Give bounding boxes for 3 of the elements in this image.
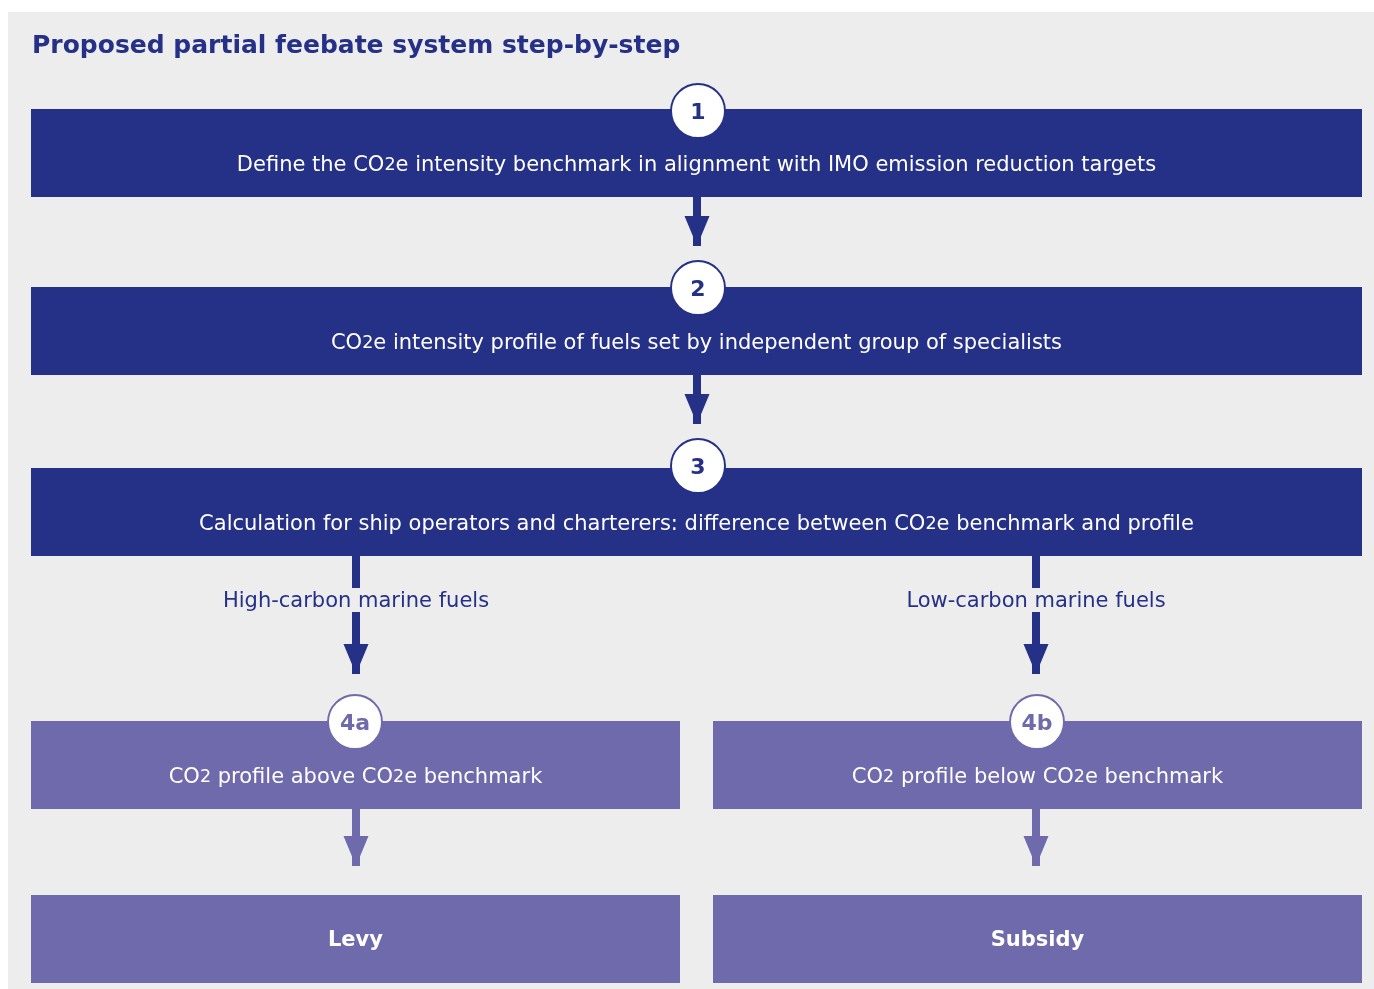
process-box: Levy — [31, 895, 680, 983]
diagram-title: Proposed partial feebate system step-by-step — [32, 30, 681, 59]
process-box: Subsidy — [713, 895, 1362, 983]
